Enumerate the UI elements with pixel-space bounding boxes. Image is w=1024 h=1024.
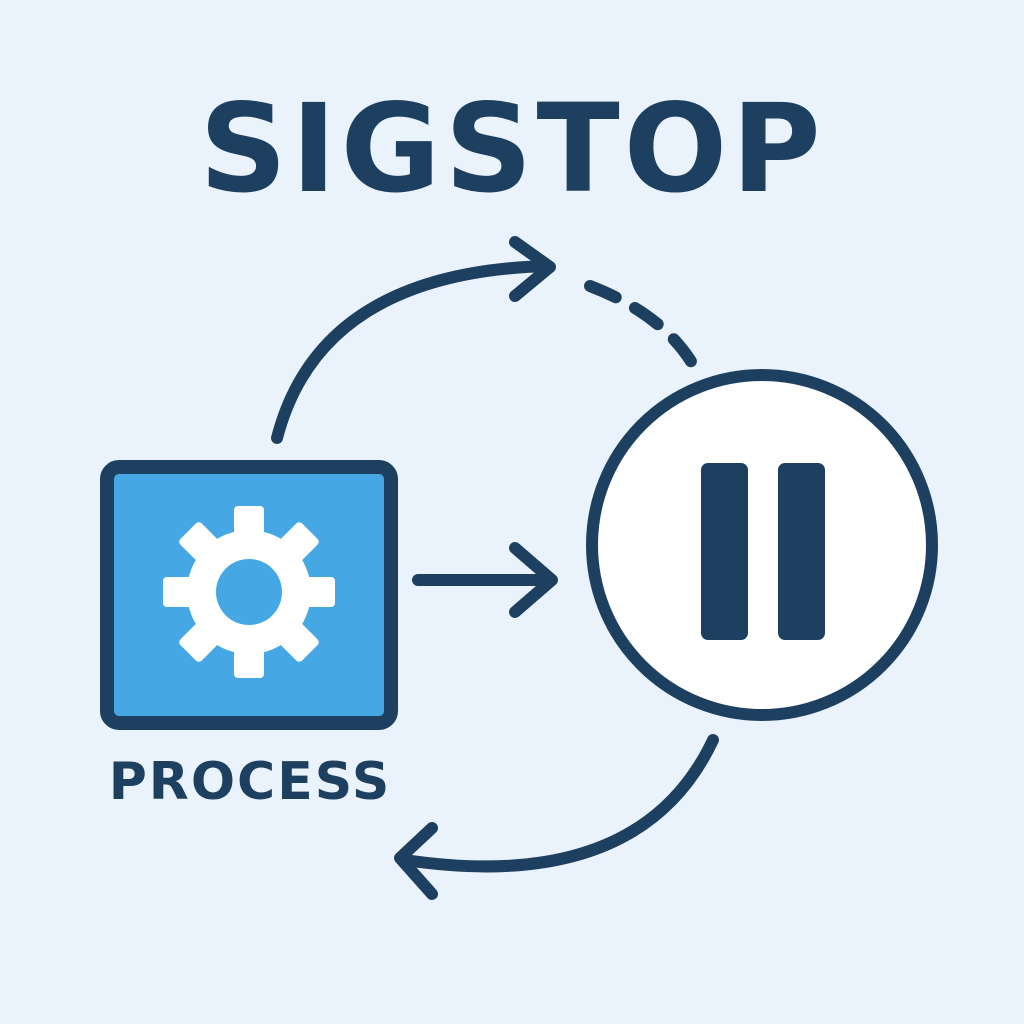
gear-icon bbox=[163, 506, 335, 678]
top-arrowhead bbox=[509, 236, 556, 302]
process-label: PROCESS bbox=[108, 752, 392, 812]
top-arc-arrow bbox=[271, 260, 554, 444]
process-box bbox=[100, 460, 398, 730]
bottom-arc-arrow bbox=[399, 734, 719, 873]
diagram-title: SIGSTOP bbox=[199, 78, 825, 220]
forward-arrowhead bbox=[509, 542, 558, 618]
stopped-state-circle bbox=[586, 369, 938, 721]
bottom-arrowhead bbox=[394, 822, 438, 900]
pause-icon bbox=[701, 463, 825, 640]
dashed-arc bbox=[584, 280, 701, 374]
